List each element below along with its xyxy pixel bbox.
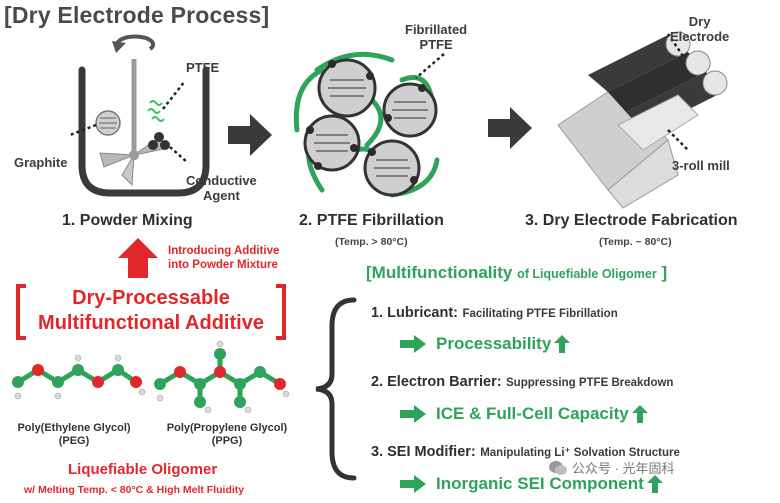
item-2: 2. Electron Barrier: Suppressing PTFE Br… xyxy=(371,373,673,391)
particle-1 xyxy=(317,58,377,118)
step3-label: 3. Dry Electrode Fabrication xyxy=(525,212,738,229)
item-1-outcome-row: Processability xyxy=(400,334,571,354)
item-3-desc: Manipulating Li⁺ Solvation Structure xyxy=(480,447,680,459)
roll-mill-illustration xyxy=(557,31,728,209)
page-title: [Dry Electrode Process] xyxy=(4,2,270,28)
item-3-outcome: Inorganic SEI Component xyxy=(436,474,644,493)
roller-2 xyxy=(608,50,711,112)
green-right-arrow-icon xyxy=(400,475,426,493)
fibrillated-leader-line xyxy=(415,53,445,79)
green-right-arrow-icon xyxy=(400,335,426,353)
up-arrow-icon xyxy=(118,238,158,278)
ppg-line1: Poly(Propylene Glycol) xyxy=(166,422,288,434)
watermark-text: 公众号 · 光年固科 xyxy=(572,461,675,476)
particle-2 xyxy=(382,82,438,138)
peg-molecule-illustration xyxy=(12,354,146,400)
green-up-arrow-icon xyxy=(554,335,571,353)
curly-brace xyxy=(315,297,357,481)
item-3-head: 3. SEI Modifier: xyxy=(371,444,476,460)
roller-1 xyxy=(588,31,691,92)
ppg-line2: (PPG) xyxy=(211,435,243,447)
additive-line2: Multifunctional Additive xyxy=(38,312,264,334)
multi-small-text: of Liquefiable Oligomer xyxy=(517,267,657,281)
particle-4 xyxy=(363,139,421,197)
step1-label: 1. Powder Mixing xyxy=(62,212,193,229)
ptfe-squiggle-icon xyxy=(147,100,165,122)
process-arrow-icon xyxy=(488,107,532,149)
fibrillated-ptfe-label: Fibrillated PTFE xyxy=(405,22,467,52)
additive-title: Dry-Processable Multifunctional Additive xyxy=(20,286,282,336)
step3-temp: (Temp. ~ 80°C) xyxy=(599,236,672,248)
rotation-arrow-icon xyxy=(112,34,156,53)
item-2-outcome: ICE & Full-Cell Capacity xyxy=(436,404,629,423)
item-2-outcome-row: ICE & Full-Cell Capacity xyxy=(400,404,648,424)
graphite-particle-icon xyxy=(95,110,121,136)
item-3: 3. SEI Modifier: Manipulating Li⁺ Solvat… xyxy=(371,443,680,461)
step2-label: 2. PTFE Fibrillation xyxy=(299,212,444,229)
green-up-arrow-icon xyxy=(631,405,648,423)
conductive-agent-icon xyxy=(148,132,170,150)
oligomer-subtitle: w/ Melting Temp. < 80°C & High Melt Flui… xyxy=(24,484,245,496)
item-3-outcome-row: Inorganic SEI Component xyxy=(400,474,663,494)
dry-electrode-label: Dry Electrode xyxy=(670,14,729,44)
conductive-label-line1: Conductive xyxy=(186,173,257,188)
item-1-head: 1. Lubricant: xyxy=(371,305,459,321)
peg-label: Poly(Ethylene Glycol) (PEG) xyxy=(4,422,144,448)
wechat-icon xyxy=(549,460,567,475)
process-arrow-icon xyxy=(228,114,272,156)
particle-3 xyxy=(303,114,361,172)
oligomer-title: Liquefiable Oligomer xyxy=(68,461,218,478)
graphite-label: Graphite xyxy=(14,155,68,170)
item-1-desc: Facilitating PTFE Fibrillation xyxy=(462,308,618,320)
conductive-agent-label: Conductive Agent xyxy=(186,173,257,203)
dry-line2: Electrode xyxy=(670,29,730,44)
item-2-head: 2. Electron Barrier: xyxy=(371,374,502,390)
introducing-text: Introducing Additive into Powder Mixture xyxy=(168,244,279,272)
additive-line1: Dry-Processable xyxy=(72,287,230,309)
fibrillated-line1: Fibrillated xyxy=(405,22,468,37)
watermark: 公众号 · 光年固科 xyxy=(548,458,675,477)
introducing-line1: Introducing Additive xyxy=(168,245,280,257)
additive-brackets xyxy=(16,284,286,340)
dry-line1: Dry xyxy=(688,14,711,29)
item-1-outcome: Processability xyxy=(436,334,552,353)
multi-close: ] xyxy=(661,263,668,282)
step2-temp: (Temp. > 80°C) xyxy=(335,236,408,248)
item-2-desc: Suppressing PTFE Breakdown xyxy=(506,377,674,389)
green-up-arrow-icon xyxy=(646,475,663,493)
powder-mixing-illustration xyxy=(69,34,210,197)
ptfe-fibrillation-illustration xyxy=(293,51,440,198)
ptfe-label: PTFE xyxy=(186,60,220,75)
multifunctionality-heading: [Multifunctionality of Liquefiable Oligo… xyxy=(366,263,667,283)
green-right-arrow-icon xyxy=(400,405,426,423)
introducing-line2: into Powder Mixture xyxy=(168,259,278,271)
roll-mill-label: 3-roll mill xyxy=(672,158,730,173)
conductive-label-line2: Agent xyxy=(202,188,240,203)
multi-big-text: [Multifunctionality xyxy=(366,263,513,282)
ppg-label: Poly(Propylene Glycol) (PPG) xyxy=(152,422,302,448)
item-1: 1. Lubricant: Facilitating PTFE Fibrilla… xyxy=(371,304,618,322)
fibrillated-line2: PTFE xyxy=(419,37,453,52)
ppg-molecule-illustration xyxy=(154,340,290,414)
peg-line1: Poly(Ethylene Glycol) xyxy=(17,422,131,434)
peg-line2: (PEG) xyxy=(58,435,90,447)
